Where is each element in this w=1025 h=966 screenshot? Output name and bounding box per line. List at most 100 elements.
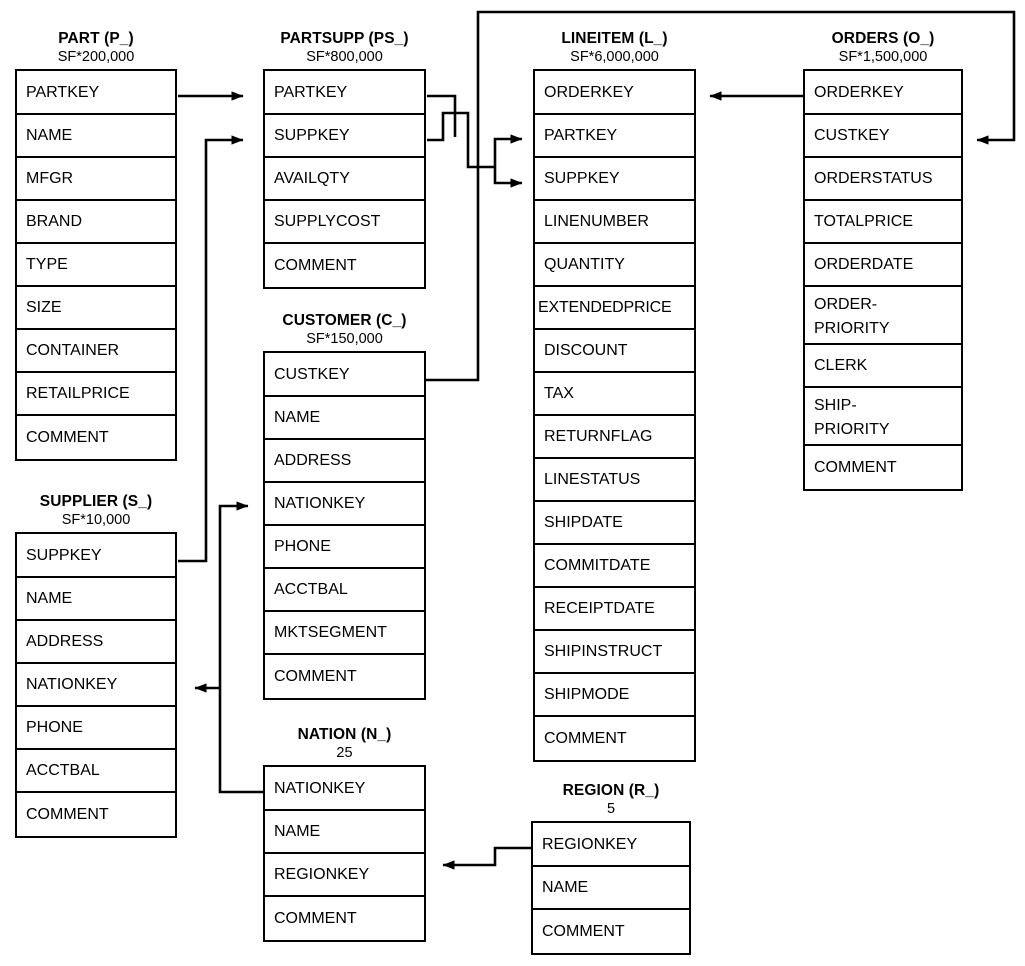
entity-partsupp: PARTSUPP (PS_) SF*800,000 PARTKEY SUPPKE… <box>263 29 426 289</box>
field-orders-custkey[interactable]: CUSTKEY <box>805 115 961 158</box>
field-region-comment[interactable]: COMMENT <box>533 910 689 953</box>
field-supplier-address[interactable]: ADDRESS <box>17 621 175 664</box>
entity-part-box: PARTKEY NAME MFGR BRAND TYPE SIZE CONTAI… <box>15 69 177 461</box>
field-lineitem-tax[interactable]: TAX <box>535 373 694 416</box>
entity-lineitem-cardinality: SF*6,000,000 <box>570 49 659 65</box>
field-nation-nationkey[interactable]: NATIONKEY <box>265 767 424 811</box>
field-lineitem-quantity[interactable]: QUANTITY <box>535 244 694 287</box>
rel-partsupp-partkey-bracket <box>427 94 457 137</box>
field-lineitem-shipinstruct[interactable]: SHIPINSTRUCT <box>535 631 694 674</box>
field-orders-orderdate[interactable]: ORDERDATE <box>805 244 961 287</box>
field-partsupp-partkey[interactable]: PARTKEY <box>265 71 424 115</box>
field-customer-address[interactable]: ADDRESS <box>265 440 424 483</box>
field-part-brand[interactable]: BRAND <box>17 201 175 244</box>
entity-supplier-title: SUPPLIER (S_) <box>39 493 153 510</box>
entity-partsupp-title: PARTSUPP (PS_) <box>280 30 409 47</box>
field-partsupp-supplycost[interactable]: SUPPLYCOST <box>265 201 424 244</box>
field-lineitem-orderkey[interactable]: ORDERKEY <box>535 71 694 115</box>
field-customer-mktsegment[interactable]: MKTSEGMENT <box>265 612 424 655</box>
field-lineitem-shipdate[interactable]: SHIPDATE <box>535 502 694 545</box>
rel-partsupp-suppkey-bracket <box>427 111 455 142</box>
entity-customer-cardinality: SF*150,000 <box>306 331 383 347</box>
field-customer-comment[interactable]: COMMENT <box>265 655 424 698</box>
rel-region-regionkey-to-nation-regionkey <box>442 846 531 870</box>
field-lineitem-linestatus[interactable]: LINESTATUS <box>535 459 694 502</box>
entity-orders-box: ORDERKEY CUSTKEY ORDERSTATUS TOTALPRICE … <box>803 69 963 491</box>
field-nation-comment[interactable]: COMMENT <box>265 897 424 940</box>
field-orders-totalprice[interactable]: TOTALPRICE <box>805 201 961 244</box>
entity-nation-title: NATION (N_) <box>297 726 392 743</box>
field-supplier-comment[interactable]: COMMENT <box>17 793 175 836</box>
field-part-container[interactable]: CONTAINER <box>17 330 175 373</box>
entity-partsupp-cardinality: SF*800,000 <box>306 49 383 65</box>
field-lineitem-shipmode[interactable]: SHIPMODE <box>535 674 694 717</box>
field-lineitem-comment[interactable]: COMMENT <box>535 717 694 760</box>
field-part-size[interactable]: SIZE <box>17 287 175 330</box>
entity-part: PART (P_) SF*200,000 PARTKEY NAME MFGR B… <box>15 29 177 461</box>
field-supplier-nationkey[interactable]: NATIONKEY <box>17 664 175 707</box>
rel-partsupp-merge-trunk <box>455 111 495 169</box>
field-partsupp-availqty[interactable]: AVAILQTY <box>265 158 424 201</box>
entity-region-box: REGIONKEY NAME COMMENT <box>531 821 691 955</box>
field-customer-nationkey[interactable]: NATIONKEY <box>265 483 424 526</box>
rel-supplier-suppkey-to-partsupp-suppkey <box>178 135 244 563</box>
field-orders-clerk[interactable]: CLERK <box>805 345 961 388</box>
entity-nation: NATION (N_) 25 NATIONKEY NAME REGIONKEY … <box>263 725 426 942</box>
field-customer-custkey[interactable]: CUSTKEY <box>265 353 424 397</box>
entity-nation-box: NATIONKEY NAME REGIONKEY COMMENT <box>263 765 426 942</box>
field-customer-acctbal[interactable]: ACCTBAL <box>265 569 424 612</box>
field-lineitem-receiptdate[interactable]: RECEIPTDATE <box>535 588 694 631</box>
entity-customer-box: CUSTKEY NAME ADDRESS NATIONKEY PHONE ACC… <box>263 351 426 700</box>
entity-orders-cardinality: SF*1,500,000 <box>838 49 928 65</box>
field-nation-name[interactable]: NAME <box>265 811 424 854</box>
entity-region: REGION (R_) 5 REGIONKEY NAME COMMENT <box>531 781 691 955</box>
field-part-name[interactable]: NAME <box>17 115 175 158</box>
entity-lineitem-title: LINEITEM (L_) <box>561 30 668 47</box>
field-supplier-phone[interactable]: PHONE <box>17 707 175 750</box>
field-orders-comment[interactable]: COMMENT <box>805 446 961 489</box>
field-orders-shippriority[interactable]: SHIP-PRIORITY <box>805 388 961 446</box>
field-customer-name[interactable]: NAME <box>265 397 424 440</box>
entity-orders: ORDERS (O_) SF*1,500,000 ORDERKEY CUSTKE… <box>803 29 963 491</box>
field-nation-regionkey[interactable]: REGIONKEY <box>265 854 424 897</box>
rel-partsupp-to-lineitem-suppkey <box>493 167 523 188</box>
field-lineitem-extendedprice[interactable]: EXTENDEDPRICE <box>535 287 694 330</box>
field-lineitem-suppkey[interactable]: SUPPKEY <box>535 158 694 201</box>
entity-customer: CUSTOMER (C_) SF*150,000 CUSTKEY NAME AD… <box>263 311 426 700</box>
field-part-mfgr[interactable]: MFGR <box>17 158 175 201</box>
field-region-name[interactable]: NAME <box>533 867 689 910</box>
field-part-retailprice[interactable]: RETAILPRICE <box>17 373 175 416</box>
field-orders-orderstatus[interactable]: ORDERSTATUS <box>805 158 961 201</box>
entity-customer-title: CUSTOMER (C_) <box>282 312 407 329</box>
rel-nation-nationkey-trunk <box>218 501 263 794</box>
entity-region-title: REGION (R_) <box>562 782 660 799</box>
field-supplier-acctbal[interactable]: ACCTBAL <box>17 750 175 793</box>
field-orders-shippriority-text: SHIP-PRIORITY <box>814 397 890 438</box>
field-partsupp-suppkey[interactable]: SUPPKEY <box>265 115 424 158</box>
entity-part-cardinality: SF*200,000 <box>57 49 135 65</box>
field-customer-phone[interactable]: PHONE <box>265 526 424 569</box>
field-lineitem-linenumber[interactable]: LINENUMBER <box>535 201 694 244</box>
field-orders-orderpriority[interactable]: ORDER-PRIORITY <box>805 287 961 345</box>
entity-partsupp-box: PARTKEY SUPPKEY AVAILQTY SUPPLYCOST COMM… <box>263 69 426 289</box>
field-part-type[interactable]: TYPE <box>17 244 175 287</box>
field-lineitem-discount[interactable]: DISCOUNT <box>535 330 694 373</box>
field-orders-orderkey[interactable]: ORDERKEY <box>805 71 961 115</box>
rel-partsupp-to-lineitem-partkey <box>493 134 523 167</box>
field-lineitem-returnflag[interactable]: RETURNFLAG <box>535 416 694 459</box>
entity-part-title: PART (P_) <box>58 30 134 47</box>
field-part-comment[interactable]: COMMENT <box>17 416 175 459</box>
field-supplier-suppkey[interactable]: SUPPKEY <box>17 534 175 578</box>
field-lineitem-partkey[interactable]: PARTKEY <box>535 115 694 158</box>
entity-region-cardinality: 5 <box>606 801 616 817</box>
field-lineitem-commitdate[interactable]: COMMITDATE <box>535 545 694 588</box>
entity-supplier: SUPPLIER (S_) SF*10,000 SUPPKEY NAME ADD… <box>15 492 177 838</box>
field-orders-orderpriority-text: ORDER-PRIORITY <box>814 296 890 337</box>
field-partsupp-comment[interactable]: COMMENT <box>265 244 424 287</box>
entity-supplier-cardinality: SF*10,000 <box>61 512 131 528</box>
field-region-regionkey[interactable]: REGIONKEY <box>533 823 689 867</box>
field-part-partkey[interactable]: PARTKEY <box>17 71 175 115</box>
entity-orders-title: ORDERS (O_) <box>831 30 935 47</box>
field-supplier-name[interactable]: NAME <box>17 578 175 621</box>
